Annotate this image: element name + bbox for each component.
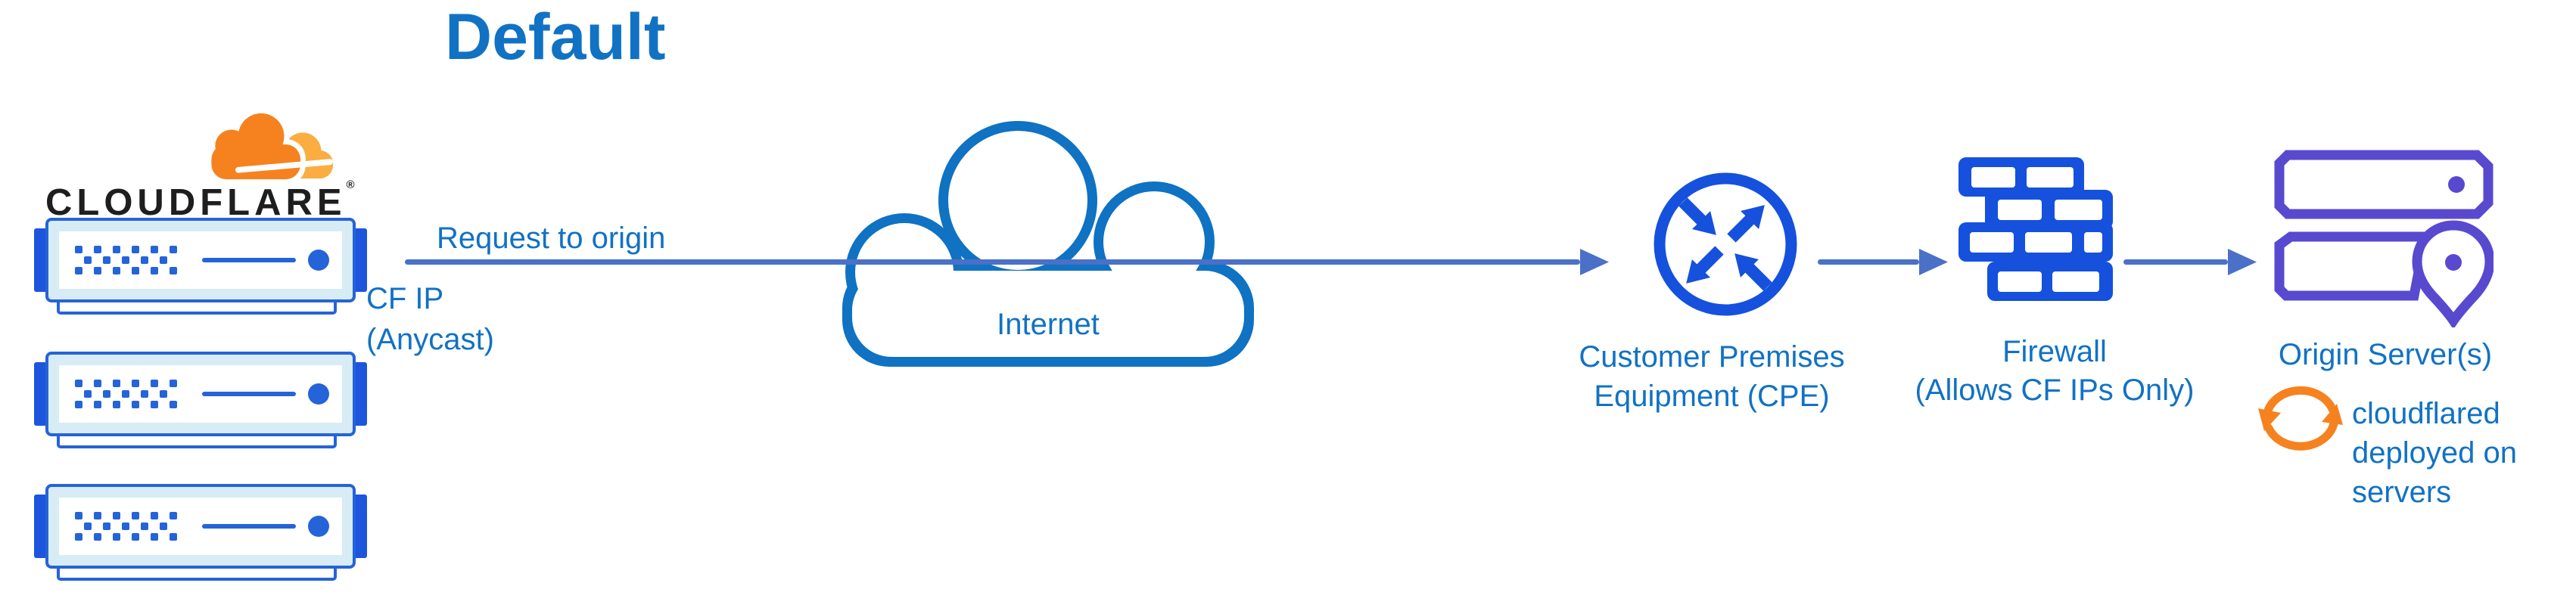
cloudflare-cloud-icon xyxy=(206,109,334,183)
cf-ip-line2: (Anycast) xyxy=(366,323,494,356)
edge-server-icon xyxy=(34,484,367,581)
cloudflared-line2: deployed on xyxy=(2352,436,2517,470)
firewall-label-line1: Firewall xyxy=(2002,335,2107,368)
request-to-origin-label: Request to origin xyxy=(437,222,666,255)
cpe-label-line2: Equipment (CPE) xyxy=(1594,380,1830,413)
internet-cloud-icon xyxy=(842,121,1254,367)
registered-mark: ® xyxy=(346,178,355,191)
edge-server-icon xyxy=(34,352,367,448)
arrow-cpe-to-firewall xyxy=(1818,249,1948,275)
router-arrows-icon xyxy=(1654,172,1797,316)
arrow-cf-to-cpe xyxy=(405,249,1609,275)
cloudflared-note: cloudflared deployed on servers xyxy=(2352,394,2517,512)
cloudflared-line1: cloudflared xyxy=(2352,397,2500,430)
cpe-label-line1: Customer Premises xyxy=(1579,340,1845,374)
origin-servers-location-icon xyxy=(2274,150,2494,327)
brick-wall-icon xyxy=(1958,157,2113,301)
sync-arrows-icon xyxy=(2258,386,2343,451)
cloudflared-line3: servers xyxy=(2352,476,2452,509)
page-title: Default xyxy=(445,1,666,73)
cpe-label: Customer Premises Equipment (CPE) xyxy=(1545,337,1878,416)
cf-ip-line1: CF IP xyxy=(366,282,444,315)
firewall-label: Firewall (Allows CF IPs Only) xyxy=(1877,333,2232,410)
firewall-label-line2: (Allows CF IPs Only) xyxy=(1915,374,2195,407)
cloudflare-logo: CLOUDFLARE® xyxy=(44,106,362,227)
edge-server-icon xyxy=(34,218,367,315)
cf-ip-anycast-label: CF IP (Anycast) xyxy=(366,278,494,360)
cloudflare-wordmark: CLOUDFLARE® xyxy=(45,178,355,223)
internet-label: Internet xyxy=(997,308,1100,341)
arrow-firewall-to-origin xyxy=(2123,249,2257,275)
origin-servers-label: Origin Server(s) xyxy=(2278,338,2493,371)
